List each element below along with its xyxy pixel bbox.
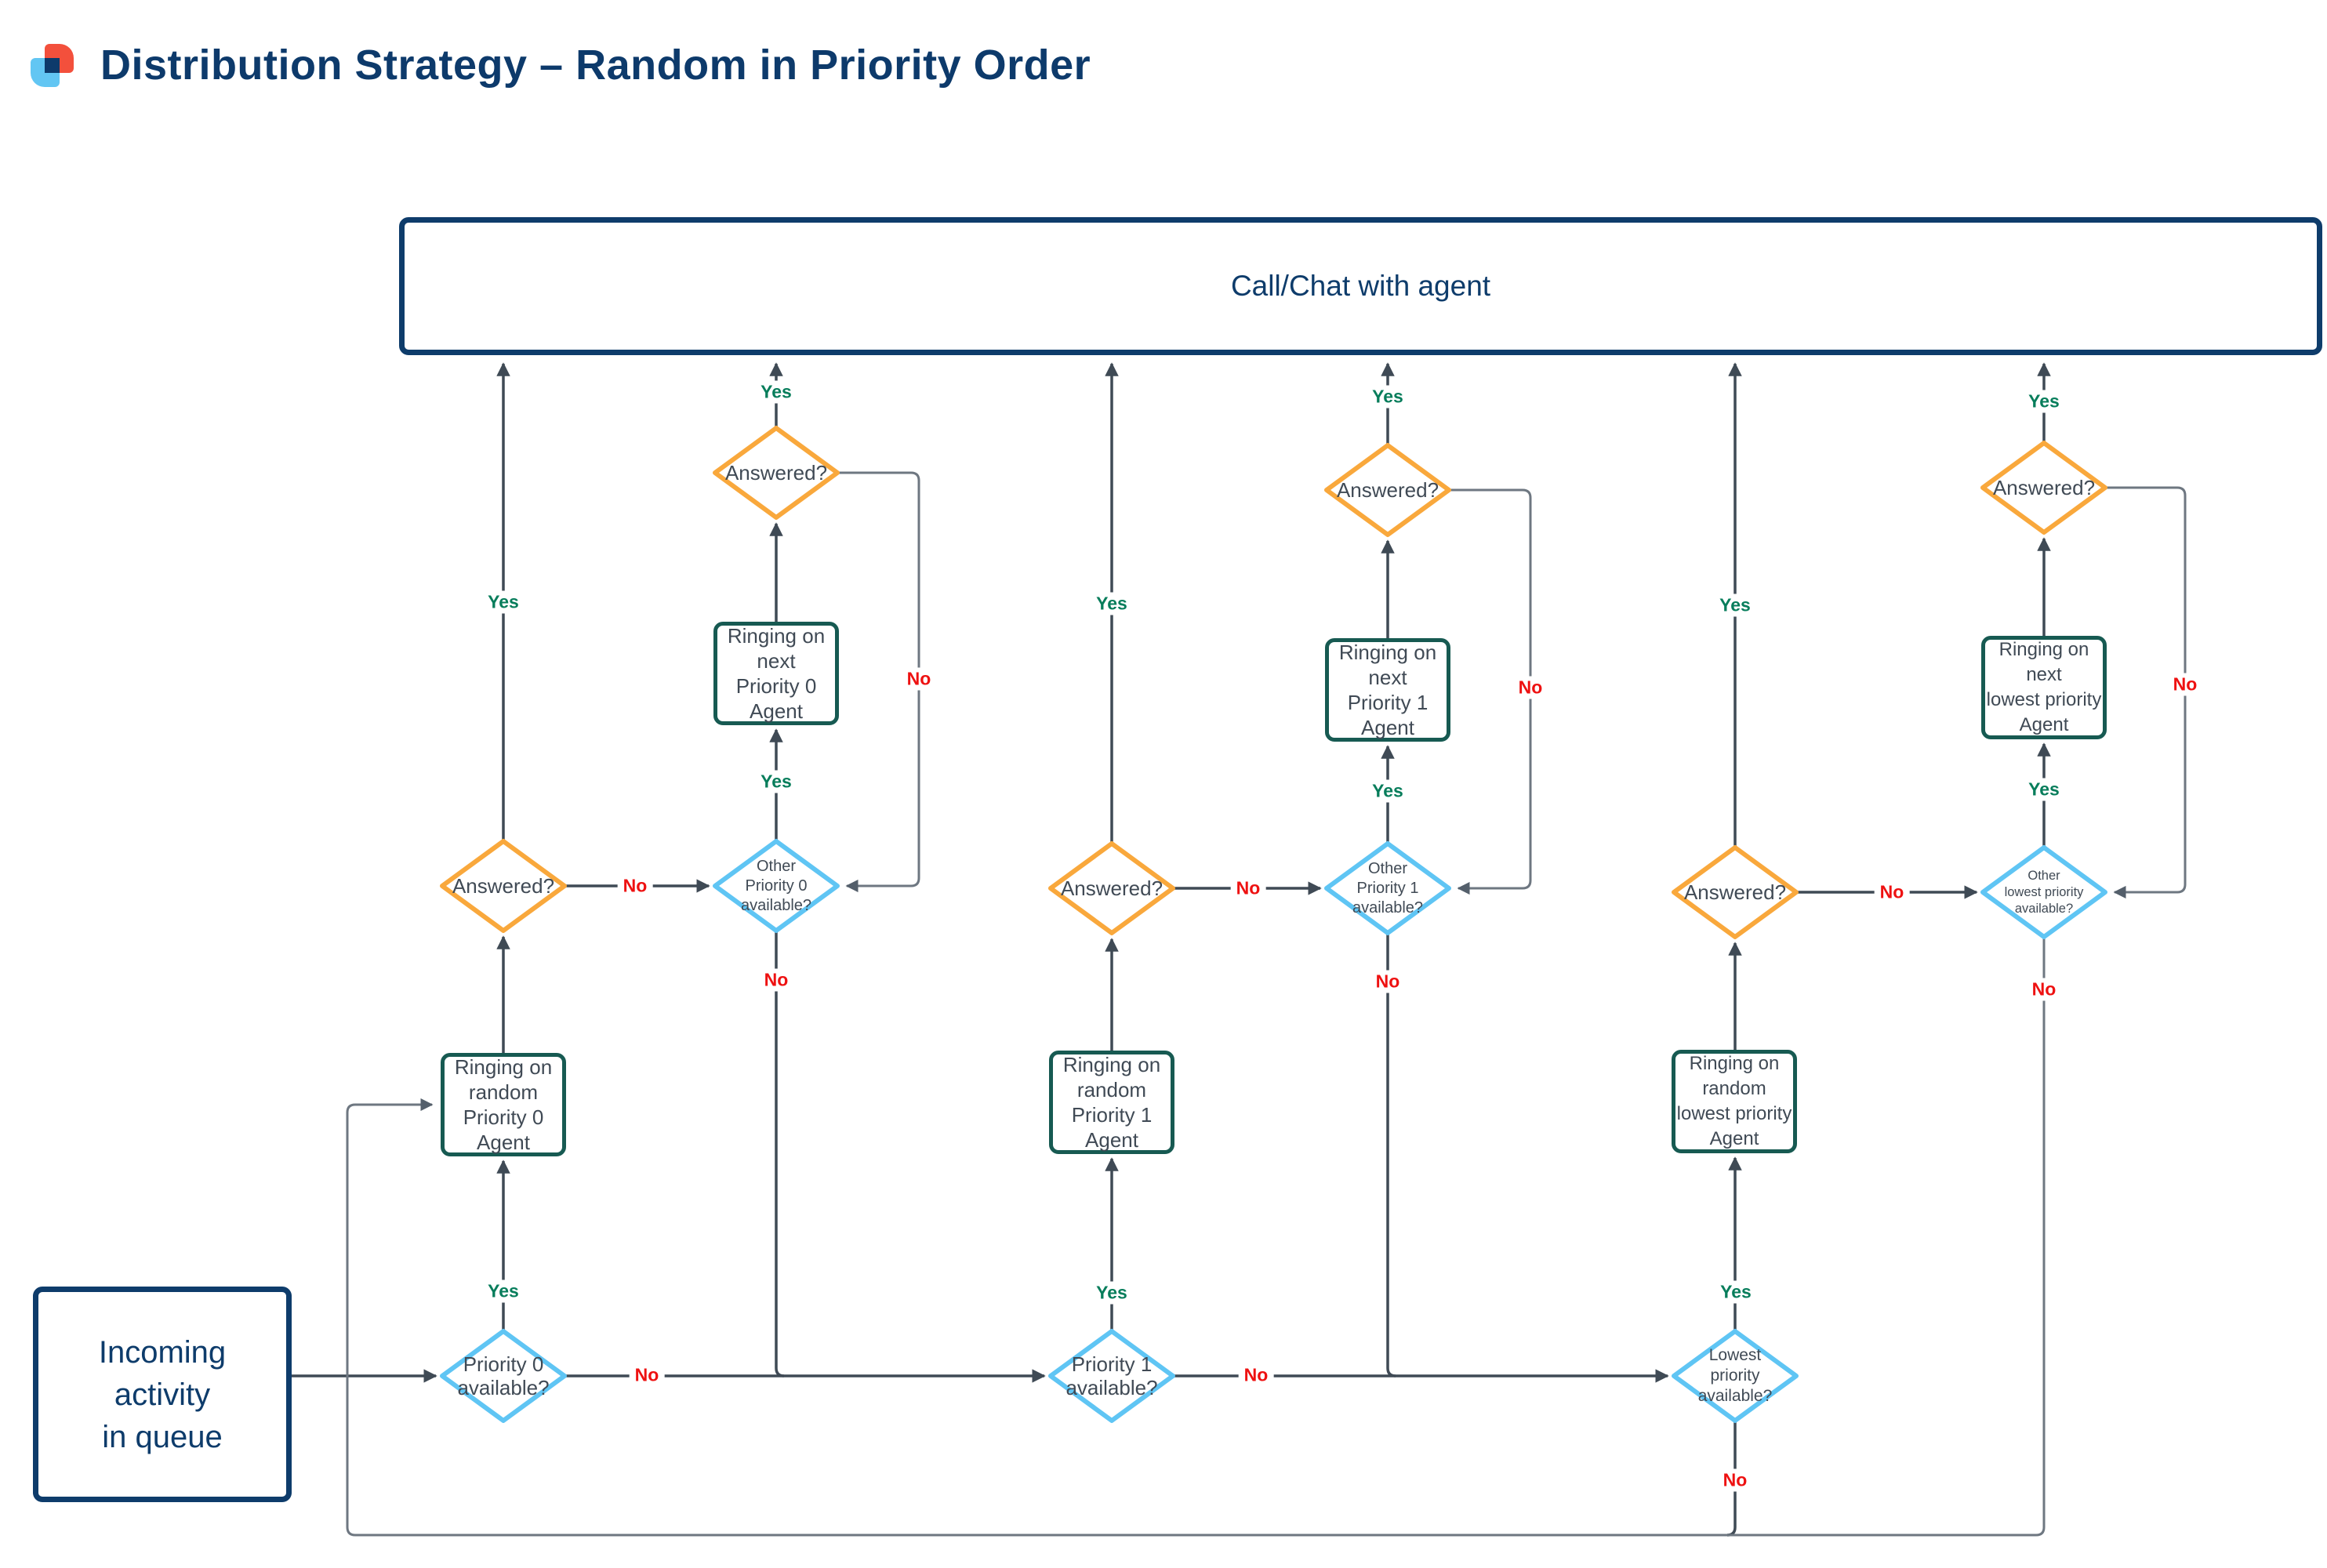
box-label: Ringing on random lowest priority Agent [1676,1053,1792,1149]
edge-label-no: No [1370,970,1406,993]
edge-label-no: No [758,968,794,992]
diamond-label: Answered? [1060,877,1164,900]
edge-label-yes: Yes [1715,1280,1757,1304]
edge-label-no: No [2026,978,2062,1001]
diamond-answered-col2: Answered? [1048,841,1175,935]
box-ringing-next-col3: Ringing on next lowest priority Agent [1981,636,2107,739]
edge-label-yes: Yes [1091,592,1133,615]
diamond-priority1-available: Priority 1 available? [1048,1329,1175,1423]
edge-label-no: No [2167,673,2203,696]
edge-label-yes: Yes [755,380,797,404]
diamond-answered-top-col1: Answered? [713,426,840,520]
box-ringing-random-col3: Ringing on random lowest priority Agent [1672,1050,1797,1153]
edge-label-no: No [1230,877,1266,900]
edge-label-no: No [1717,1468,1753,1492]
edge-label-no: No [1512,676,1548,699]
connector-return-loop [346,938,2046,1537]
page-title: Distribution Strategy – Random in Priori… [100,42,1091,89]
callchat-with-agent-box: Call/Chat with agent [399,217,2322,355]
box-label: Ringing on next Priority 1 Agent [1338,641,1437,739]
incoming-activity-box: Incoming activity in queue [33,1287,292,1502]
box-label: Ringing on random Priority 0 Agent [454,1055,553,1154]
edge-label-yes: Yes [1091,1281,1133,1305]
diamond-priority0-available: Priority 0 available? [440,1329,567,1423]
diamond-answered-top-col2: Answered? [1324,443,1451,537]
diamond-answered-top-col3: Answered? [1980,441,2107,535]
edge-label-yes: Yes [755,770,797,793]
edge-label-no: No [901,667,937,691]
edge-label-yes: Yes [482,1279,525,1303]
logo-overlap-square [45,58,60,73]
box-label: Ringing on next lowest priority Agent [1986,639,2102,735]
diamond-lowest-priority-available: Lowest priority available? [1672,1329,1799,1423]
diamond-other-available-col3: Other lowest priority available? [1980,845,2107,939]
edge-label-yes: Yes [1367,779,1409,803]
diamond-label: Answered? [1683,880,1787,904]
box-ringing-random-col1: Ringing on random Priority 0 Agent [441,1053,566,1156]
connector-other-no-drop-col1 [775,932,785,1377]
callchat-label: Call/Chat with agent [1230,270,1491,302]
diamond-other-available-col1: Other Priority 0 available? [713,839,840,933]
edge-label-no: No [617,874,653,898]
diamond-label: Lowest priority available? [1697,1346,1773,1405]
diamond-label: Answered? [1336,478,1439,502]
box-ringing-next-col1: Ringing on next Priority 0 Agent [713,622,839,725]
edge-label-yes: Yes [2023,778,2065,801]
diamond-answered-col1: Answered? [440,839,567,933]
edge-label-yes: Yes [482,590,525,614]
edge-label-yes: Yes [2023,390,2065,413]
edge-label-yes: Yes [1367,385,1409,408]
edge-label-no: No [629,1363,665,1387]
edge-label-yes: Yes [1714,593,1756,617]
edge-label-no: No [1238,1363,1274,1387]
diamond-label: Priority 1 available? [1065,1352,1158,1399]
connector-other-no-drop-col2 [1386,935,1396,1377]
diamond-other-available-col2: Other Priority 1 available? [1324,841,1451,935]
box-ringing-random-col2: Ringing on random Priority 1 Agent [1049,1051,1174,1154]
box-ringing-next-col2: Ringing on next Priority 1 Agent [1325,638,1450,742]
diamond-label: Answered? [452,874,555,898]
box-label: Ringing on random Priority 1 Agent [1062,1053,1161,1152]
edge-label-no: No [1874,880,1910,904]
diamond-label: Other Priority 1 available? [1352,859,1424,916]
incoming-activity-label: Incoming activity in queue [98,1334,227,1454]
diamond-label: Other Priority 0 available? [740,857,812,914]
diamond-label: Answered? [1992,476,2096,499]
diamond-label: Other lowest priority available? [2004,868,2084,916]
diamond-label: Answered? [724,461,828,485]
diamond-answered-col3: Answered? [1672,845,1799,939]
diamond-label: Priority 0 available? [457,1352,550,1399]
box-label: Ringing on next Priority 0 Agent [727,624,826,723]
